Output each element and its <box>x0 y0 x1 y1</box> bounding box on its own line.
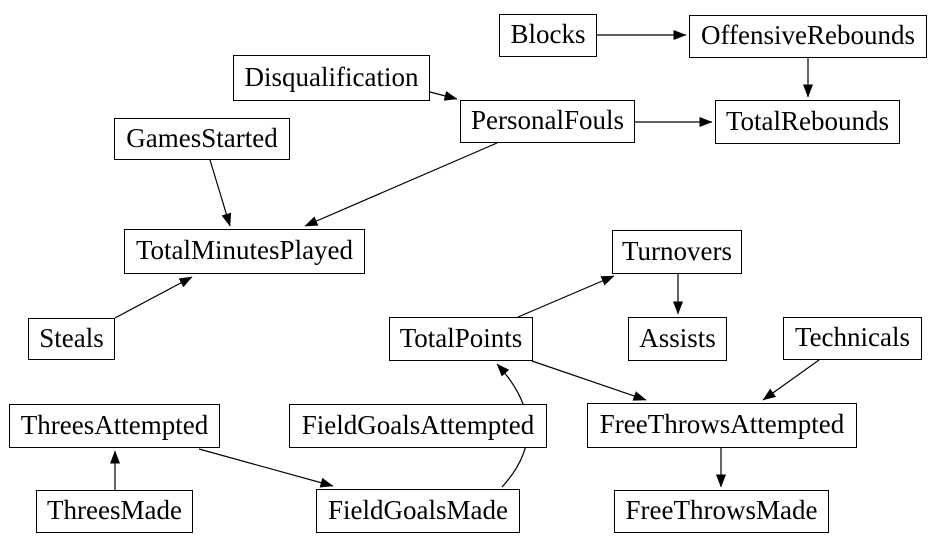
edge-Technicals-to-FreeThrowsAttempted <box>762 359 820 401</box>
edge-TotalPoints-to-Turnovers <box>517 275 615 318</box>
edges-group <box>110 30 820 490</box>
edge-PersonalFouls-to-TotalMinutesPlayed <box>304 142 498 227</box>
edge-TotalPoints-to-FreeThrowsAttempted <box>531 360 647 401</box>
edge-Steals-to-TotalMinutesPlayed <box>114 276 193 319</box>
edge-ThreesAttempted-to-FieldGoalsMade <box>198 448 334 488</box>
edge-GamesStarted-to-TotalMinutesPlayed <box>209 159 232 227</box>
edge-Disqualification-to-PersonalFouls <box>429 91 458 101</box>
edge-FieldGoalsMade-to-TotalPoints <box>496 363 529 488</box>
